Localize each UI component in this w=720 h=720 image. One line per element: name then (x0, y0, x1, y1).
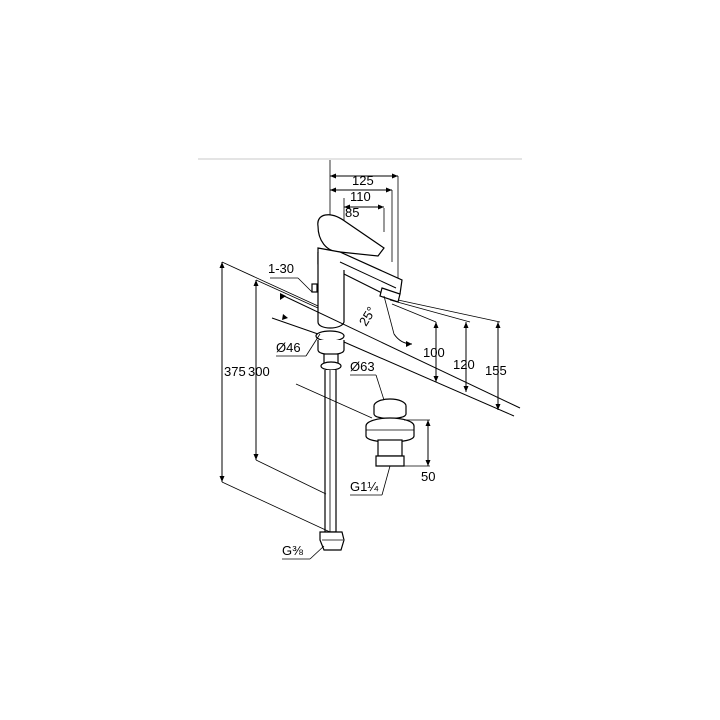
dim-100-label: 100 (423, 345, 445, 360)
waste-depth-dimension: 50 (404, 419, 435, 484)
waste-fitting (365, 398, 415, 467)
waste-thread-label: G1¼ (350, 479, 378, 494)
base-diameter-label: Ø46 (276, 340, 301, 355)
supply-thread-label: G⅜ (282, 543, 303, 558)
faucet-body (311, 214, 403, 551)
width-dimension-group: 125 110 85 (329, 160, 399, 300)
supply-thread-callout: G⅜ (282, 543, 325, 560)
dim-110-label: 110 (350, 189, 371, 204)
dim-120-label: 120 (453, 357, 475, 372)
lever-handle (317, 214, 385, 257)
dim-375-label: 375 (224, 364, 246, 379)
waste-thread-callout: G1¼ (350, 465, 391, 496)
height-dimension-group: 100 120 155 (389, 299, 507, 410)
tap-hole-range-label: 1-30 (268, 261, 294, 276)
base-diameter-callout: Ø46 (276, 333, 321, 357)
left-dimension-group: 375 300 (219, 261, 331, 533)
faucet-column (317, 252, 345, 329)
deck-lines (271, 293, 521, 419)
angle-label: 25° (356, 304, 379, 329)
hose-nut (319, 531, 345, 551)
waste-depth-label: 50 (421, 469, 435, 484)
tap-hole-range-dimension: 1-30 (268, 261, 313, 293)
waste-diameter-label: Ø63 (350, 359, 375, 374)
dim-85-label: 85 (345, 205, 359, 220)
base-ring (315, 330, 345, 342)
dim-125-label: 125 (352, 173, 374, 188)
waste-diameter-callout: Ø63 (350, 359, 385, 401)
supply-hose (324, 370, 337, 533)
dim-300-label: 300 (248, 364, 270, 379)
dim-155-label: 155 (485, 363, 507, 378)
